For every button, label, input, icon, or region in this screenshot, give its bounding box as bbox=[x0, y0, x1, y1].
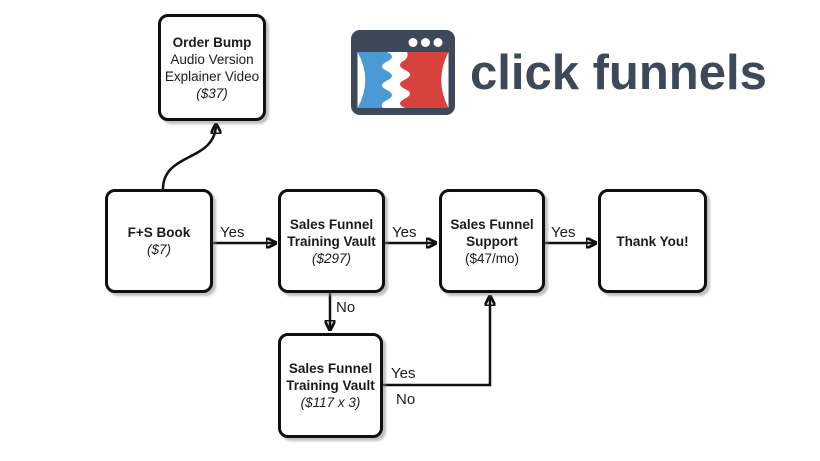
clickfunnels-window-gears-icon bbox=[351, 30, 455, 115]
flowchart-node-training-vault-full: Sales Funnel Training Vault ($297) bbox=[278, 189, 385, 293]
node-title: Training Vault bbox=[287, 233, 376, 249]
node-subtitle: Explainer Video bbox=[164, 68, 260, 84]
connector-fsbook-to-orderbump bbox=[161, 124, 216, 190]
node-title: Support bbox=[466, 233, 518, 249]
flowchart-node-fs-book: F+S Book ($7) bbox=[105, 189, 213, 293]
node-price: ($47/mo) bbox=[464, 250, 520, 266]
node-title: F+S Book bbox=[127, 225, 191, 240]
edge-label-no-1: No bbox=[336, 299, 355, 316]
edge-label-yes-4: Yes bbox=[391, 365, 415, 382]
connector-vaultsplit-to-support bbox=[383, 296, 490, 387]
node-price: ($7) bbox=[146, 242, 171, 257]
flowchart-node-support: Sales Funnel Support ($47/mo) bbox=[439, 189, 545, 293]
node-price: ($297) bbox=[311, 250, 352, 266]
node-price: ($117 x 3) bbox=[300, 395, 361, 410]
gear-blue-shape bbox=[357, 52, 392, 108]
flowchart-node-training-vault-split: Sales Funnel Training Vault ($117 x 3) bbox=[278, 333, 383, 438]
node-subtitle: Audio Version bbox=[170, 51, 254, 67]
flowchart-node-order-bump: Order Bump Audio Version Explainer Video… bbox=[158, 14, 266, 121]
edge-label-yes-1: Yes bbox=[220, 224, 244, 241]
brand-wordmark: click funnels bbox=[470, 45, 767, 100]
node-title: Sales Funnel bbox=[450, 216, 534, 232]
flowchart-node-thank-you: Thank You! bbox=[598, 189, 707, 293]
node-title: Sales Funnel bbox=[289, 216, 374, 232]
node-title: Sales Funnel bbox=[288, 361, 373, 376]
edge-label-yes-2: Yes bbox=[392, 224, 416, 241]
node-title: Training Vault bbox=[286, 378, 375, 393]
clickfunnels-logo: click funnels bbox=[351, 30, 767, 115]
node-price: ($37) bbox=[196, 85, 228, 101]
node-title: Thank You! bbox=[616, 233, 689, 249]
edge-label-yes-3: Yes bbox=[551, 224, 575, 241]
edge-label-no-2: No bbox=[396, 391, 415, 408]
gear-red-shape bbox=[400, 52, 449, 108]
node-title: Order Bump bbox=[172, 34, 252, 50]
